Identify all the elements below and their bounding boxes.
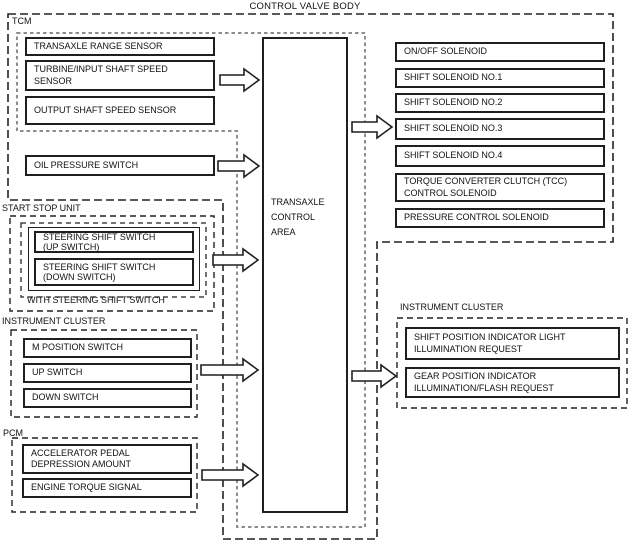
pcm-label: PCM — [3, 428, 23, 438]
pcm-boundary — [11, 437, 198, 513]
arrow-sensors-to-control-area — [219, 67, 261, 93]
instrument-cluster-outputs-boundary — [396, 317, 628, 409]
down-switch-box: DOWN SWITCH — [23, 388, 192, 408]
shift-solenoid-2-box: SHIFT SOLENOID NO.2 — [395, 93, 605, 113]
shift-solenoid-4-box: SHIFT SOLENOID NO.4 — [395, 145, 605, 167]
tcc-control-solenoid-box: TORQUE CONVERTER CLUTCH (TCC) CONTROL SO… — [395, 173, 605, 202]
steering-shift-switch-up-box: STEERING SHIFT SWITCH (UP SWITCH) — [34, 231, 194, 253]
start-stop-unit-label: START STOP UNIT — [2, 203, 81, 213]
steering-shift-switch-note: WITH STEERING SHIFT SWITCH — [27, 295, 165, 305]
up-switch-box: UP SWITCH — [23, 363, 192, 383]
engine-torque-signal-box: ENGINE TORQUE SIGNAL — [22, 478, 192, 498]
transaxle-control-area-box: TRANSAXLE CONTROL AREA — [262, 37, 348, 513]
oil-pressure-switch-box: OIL PRESSURE SWITCH — [25, 155, 215, 176]
arrow-cluster-switches-to-control-area — [200, 357, 260, 383]
arrow-control-area-to-solenoids — [351, 114, 394, 140]
shift-solenoid-3-box: SHIFT SOLENOID NO.3 — [395, 118, 605, 140]
steering-shift-switch-down-box: STEERING SHIFT SWITCH (DOWN SWITCH) — [34, 258, 194, 286]
gear-position-indicator-request-box: GEAR POSITION INDICATOR ILLUMINATION/FLA… — [405, 367, 620, 398]
diagram-title: CONTROL VALVE BODY — [249, 1, 361, 12]
arrow-start-stop-to-control-area — [212, 247, 260, 273]
turbine-input-shaft-speed-sensor-box: TURBINE/INPUT SHAFT SPEED SENSOR — [25, 60, 215, 91]
on-off-solenoid-box: ON/OFF SOLENOID — [395, 42, 605, 62]
instrument-cluster-inputs-boundary — [10, 329, 198, 418]
transaxle-range-sensor-box: TRANSAXLE RANGE SENSOR — [25, 37, 215, 56]
steering-shift-switch-option-boundary — [20, 222, 207, 298]
pressure-control-solenoid-box: PRESSURE CONTROL SOLENOID — [395, 208, 605, 228]
arrow-oil-pressure-to-control-area — [217, 153, 261, 179]
tcm-label: TCM — [12, 16, 32, 26]
output-shaft-speed-sensor-box: OUTPUT SHAFT SPEED SENSOR — [25, 96, 215, 125]
instrument-cluster-outputs-label: INSTRUMENT CLUSTER — [400, 302, 504, 312]
arrow-pcm-to-control-area — [201, 462, 260, 488]
accelerator-pedal-depression-box: ACCELERATOR PEDAL DEPRESSION AMOUNT — [22, 444, 192, 474]
instrument-cluster-inputs-label: INSTRUMENT CLUSTER — [2, 316, 106, 326]
shift-solenoid-1-box: SHIFT SOLENOID NO.1 — [395, 68, 605, 88]
tcm-boundary — [16, 32, 366, 528]
m-position-switch-box: M POSITION SWITCH — [23, 338, 192, 358]
steering-shift-switch-group — [28, 227, 200, 291]
arrow-control-area-to-cluster — [351, 363, 398, 389]
shift-position-indicator-request-box: SHIFT POSITION INDICATOR LIGHT ILLUMINAT… — [405, 327, 620, 360]
